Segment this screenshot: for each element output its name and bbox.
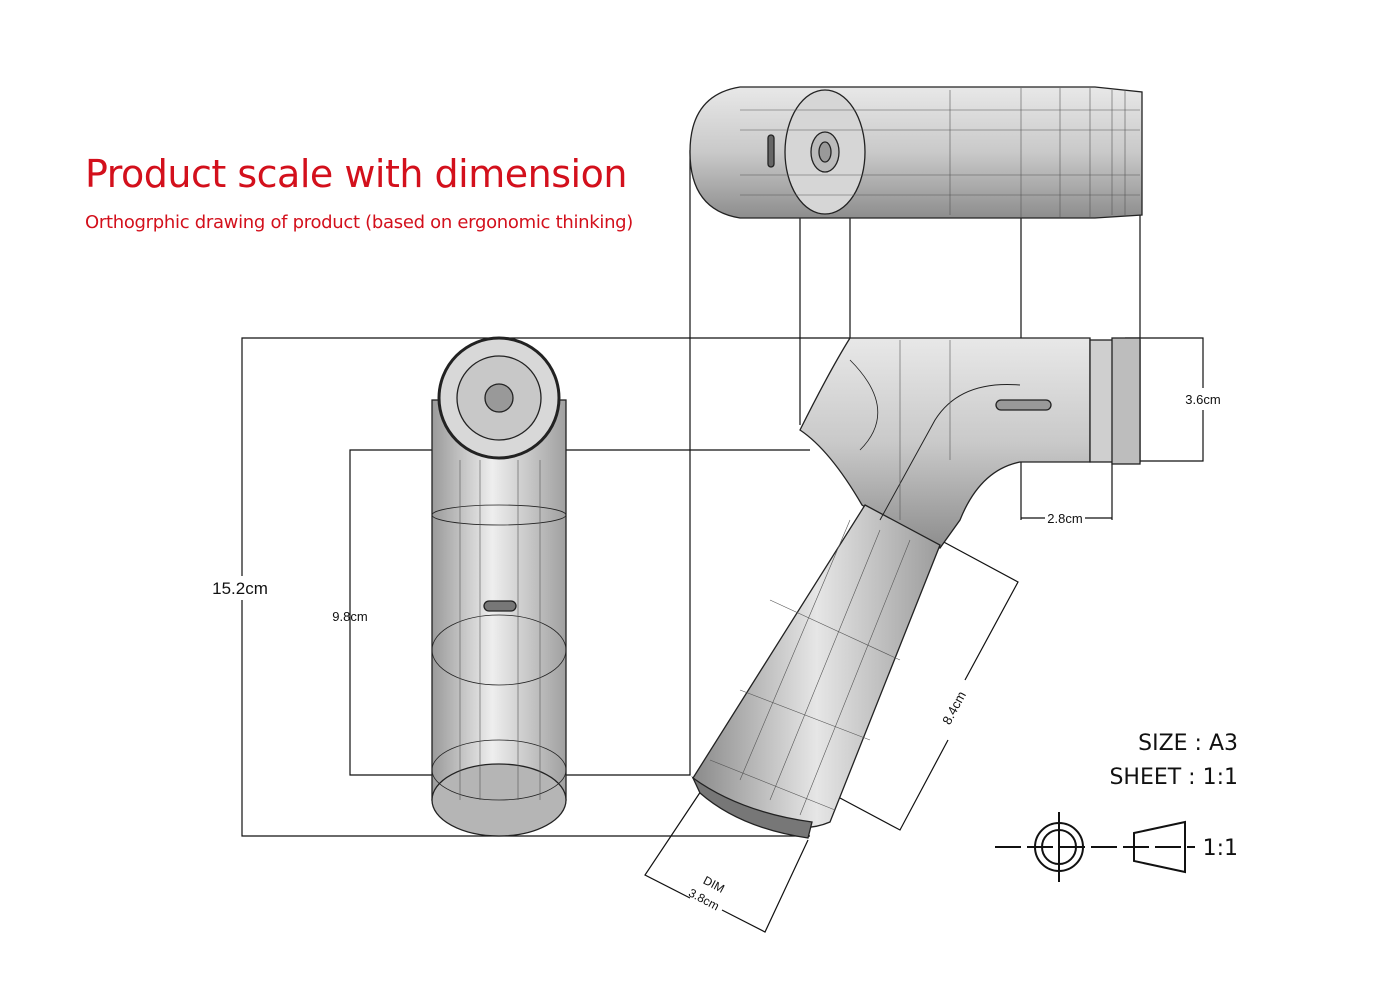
dimension-head-diameter: 3.6cm [1185, 392, 1220, 407]
projection-scale: 1:1 [1202, 836, 1238, 861]
dimension-overall-height: 15.2cm [212, 579, 268, 598]
front-view [431, 336, 567, 837]
dimension-grip-height: 9.8cm [332, 609, 367, 624]
sheet-scale: SHEET : 1:1 [1109, 765, 1238, 790]
dimension-head-depth: 2.8cm [1047, 511, 1082, 526]
page-subtitle: Orthogrphic drawing of product (based on… [85, 212, 634, 233]
side-view [691, 337, 1141, 839]
sheet-size: SIZE : A3 [1138, 731, 1238, 756]
dimension-handle-length: 8.4cm [939, 689, 969, 727]
third-angle-projection-symbol [995, 812, 1195, 882]
top-view [689, 86, 1143, 219]
page-title: Product scale with dimension [85, 152, 627, 196]
